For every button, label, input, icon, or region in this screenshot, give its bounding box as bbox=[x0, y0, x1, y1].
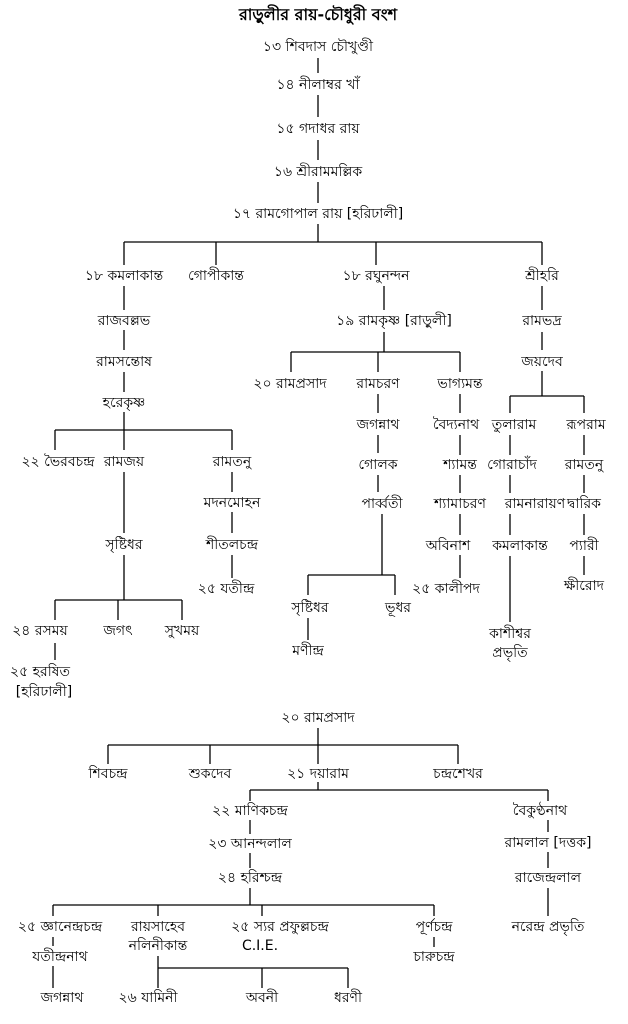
person-node: ২১ দয়ারাম bbox=[287, 766, 349, 782]
person-node: শ্যামাচরণ bbox=[434, 496, 486, 512]
person-node: পূর্ণচন্দ্র bbox=[415, 919, 453, 935]
person-node: সুখময় bbox=[164, 623, 200, 639]
person-node: প্যারী bbox=[569, 538, 599, 554]
person-node: ১৩ শিবদাস চৌখুণ্ডী bbox=[262, 39, 374, 55]
person-node: শ্যামন্ত bbox=[443, 457, 477, 473]
person-node: ১৪ নীলাম্বর খাঁ bbox=[276, 77, 360, 93]
person-node: অবনী bbox=[245, 990, 279, 1006]
person-node: গোপীকান্ত bbox=[188, 268, 244, 284]
person-node: ধরণী bbox=[333, 990, 363, 1006]
person-node: বৈকুণ্ঠনাথ bbox=[512, 803, 568, 819]
person-node: অবিনাশ bbox=[425, 538, 471, 554]
person-node: পার্ব্বতী bbox=[361, 496, 403, 512]
person-node: ২২ মাণিকচন্দ্র bbox=[212, 803, 288, 819]
person-node: ২০ রামপ্রসাদ bbox=[281, 710, 355, 726]
person-node: ১৮ কমলাকান্ত bbox=[84, 268, 164, 284]
person-node: রামতনু bbox=[564, 457, 604, 473]
person-node: রামচরণ bbox=[356, 376, 400, 392]
person-node: রাজবল্লভ bbox=[97, 313, 151, 329]
person-node: প্রভৃতি bbox=[492, 645, 528, 661]
person-node: ক্ষীরোদ bbox=[563, 578, 605, 594]
person-node: ১৮ রঘুনন্দন bbox=[342, 268, 410, 284]
person-node: শীতলচন্দ্র bbox=[205, 537, 259, 553]
person-node: রামভদ্র bbox=[522, 313, 562, 329]
person-node-place: [হরিঢালী] bbox=[15, 684, 73, 700]
person-node: সৃষ্টিধর bbox=[291, 600, 329, 616]
person-node: রামজয় bbox=[103, 454, 145, 470]
person-node: চারুচন্দ্র bbox=[413, 949, 455, 965]
person-node: নলিনীকান্ত bbox=[128, 938, 188, 954]
person-node: রায়সাহেব bbox=[130, 919, 186, 935]
person-node: মদনমোহন bbox=[203, 495, 261, 511]
person-node: ২৩ আনন্দলাল bbox=[208, 836, 292, 852]
person-node: চন্দ্রশেখর bbox=[433, 766, 483, 782]
person-node: রামসন্তোষ bbox=[96, 354, 152, 370]
person-node: ১৭ রামগোপাল রায় [হরিঢালী] bbox=[232, 206, 404, 222]
person-node: কমলাকান্ত bbox=[492, 538, 548, 554]
person-node: রূপরাম bbox=[566, 417, 606, 433]
person-node: রামনারায়ণ bbox=[504, 496, 566, 512]
person-node: জগন্নাথ bbox=[356, 417, 400, 433]
person-node: ২৫ যতীন্দ্র bbox=[197, 581, 255, 597]
person-node: ভূধর bbox=[385, 600, 411, 616]
person-node: জগৎ bbox=[103, 623, 133, 639]
person-node: রাজেন্দ্রলাল bbox=[514, 870, 582, 886]
person-node: কাশীশ্বর bbox=[489, 626, 531, 642]
person-node: ২০ রামপ্রসাদ bbox=[253, 376, 327, 392]
person-node: ২৫ স্যর প্রফুল্লচন্দ্র bbox=[231, 919, 329, 935]
person-node: শুকদেব bbox=[188, 766, 232, 782]
person-node: ২৪ হরিশ্চন্দ্র bbox=[217, 870, 283, 886]
person-node: শ্রীহরি bbox=[525, 268, 559, 284]
person-node: গোলক bbox=[358, 457, 398, 473]
person-node: দ্বারিক bbox=[567, 496, 601, 512]
person-node: হরেকৃষ্ণ bbox=[102, 395, 146, 411]
person-node: ২৫ কালীপদ bbox=[412, 581, 480, 597]
person-node: নরেন্দ্র প্রভৃতি bbox=[511, 919, 585, 935]
person-node: ২৬ যামিনী bbox=[118, 990, 178, 1006]
person-node: ১৯ রামকৃষ্ণ [রাড়ুলী] bbox=[336, 313, 452, 329]
person-node: রামলাল [দত্তক] bbox=[504, 835, 592, 851]
person-node: ভাগ্যমন্ত bbox=[437, 376, 483, 392]
person-node: যতীন্দ্রনাথ bbox=[32, 949, 88, 965]
person-node: সৃষ্টিধর bbox=[105, 537, 143, 553]
person-node: ২৪ রসময় bbox=[12, 623, 68, 639]
person-node: ২৫ জ্ঞানেন্দ্রচন্দ্র bbox=[17, 919, 103, 935]
person-node: ১৬ শ্রীরামমল্লিক bbox=[273, 164, 363, 180]
person-node: বৈদ্যনাথ bbox=[432, 417, 480, 433]
person-node: ১৫ গদাধর রায় bbox=[276, 121, 360, 137]
person-node: ২২ ভৈরবচন্দ্র bbox=[21, 454, 95, 470]
person-node: ২৫ হরষিত bbox=[10, 664, 70, 680]
tree-title: রাড়ুলীর রায়-চৌধুরী বংশ bbox=[238, 5, 398, 24]
person-node: জয়দেব bbox=[521, 354, 563, 370]
person-node: রামতনু bbox=[212, 454, 252, 470]
person-node: মণীন্দ্র bbox=[292, 643, 324, 659]
person-node: জগন্নাথ bbox=[40, 990, 84, 1006]
person-node: শিবচন্দ্র bbox=[88, 766, 128, 782]
person-node: তুলারাম bbox=[491, 417, 537, 433]
person-node: C.I.E. bbox=[241, 938, 279, 954]
person-node: গোরাচাঁদ bbox=[487, 457, 537, 473]
